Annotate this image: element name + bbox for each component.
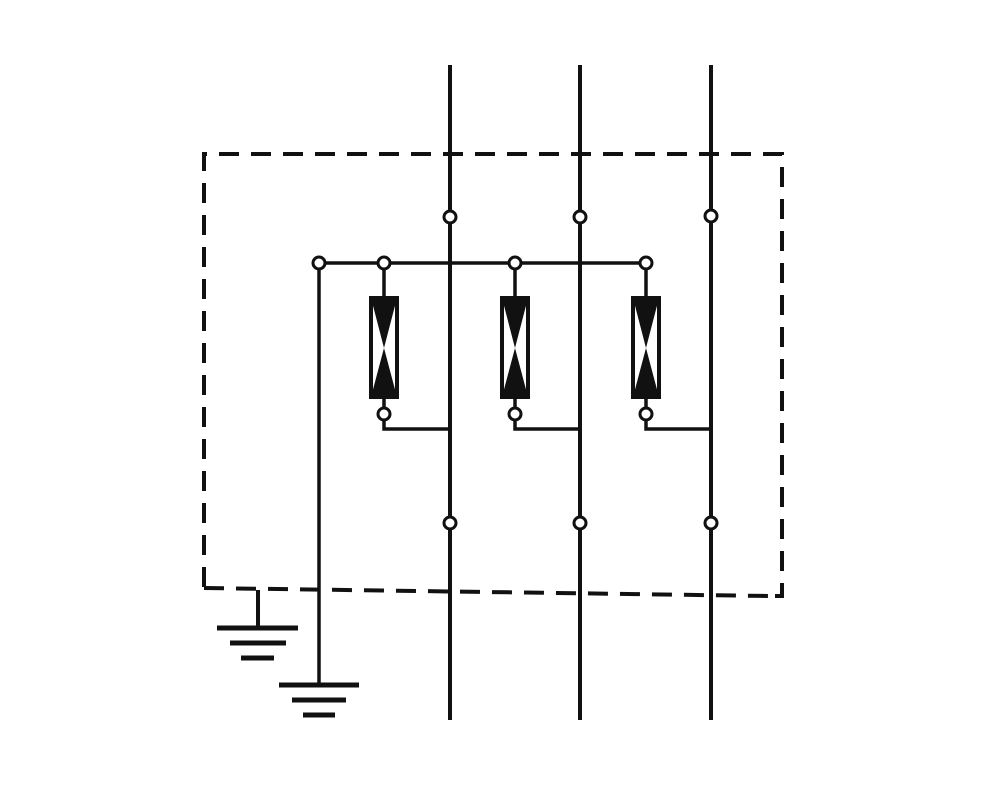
terminal-arrester-1-bottom xyxy=(376,406,392,422)
terminal-phase-3-bottom xyxy=(703,515,719,531)
arrester-1-lower-triangle xyxy=(371,348,397,397)
arrester-1-upper-triangle xyxy=(371,298,397,348)
terminal-arrester-3-bottom xyxy=(638,406,654,422)
arrester-branch-1 xyxy=(369,263,450,431)
arrester-3-upper-triangle xyxy=(633,298,659,348)
arrester-2-upper-triangle xyxy=(502,298,528,348)
terminal-bus-arrester-1 xyxy=(376,255,392,271)
bus-ground-symbol xyxy=(279,682,359,718)
terminal-arrester-2-bottom xyxy=(507,406,523,422)
terminal-phase-1-bottom xyxy=(442,515,458,531)
enclosure-bottom-edge xyxy=(203,586,771,598)
enclosure-ground-symbol xyxy=(217,590,298,661)
terminal-bus-arrester-2 xyxy=(507,255,523,271)
terminal-phase-2-top xyxy=(572,209,588,225)
terminal-bus-ground xyxy=(311,255,327,271)
terminal-phase-2-bottom xyxy=(572,515,588,531)
terminal-phase-3-top xyxy=(703,208,719,224)
enclosure-dashed-border xyxy=(202,152,784,598)
arrester-3-lower-triangle xyxy=(633,348,659,397)
arrester-2-lower-triangle xyxy=(502,348,528,397)
arrester-branch-3 xyxy=(631,263,711,431)
terminals xyxy=(311,208,719,531)
terminal-phase-1-top xyxy=(442,209,458,225)
arrester-branch-2 xyxy=(500,263,580,431)
terminal-bus-arrester-3 xyxy=(638,255,654,271)
